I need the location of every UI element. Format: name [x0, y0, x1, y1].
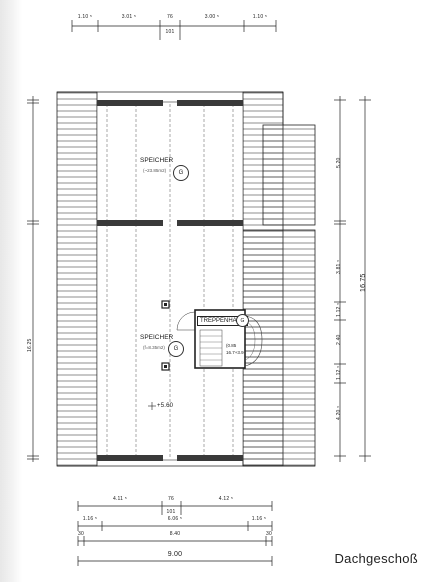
right-dim-2: 3.81 ⁵: [336, 259, 342, 274]
bottom-dimension-lines: [77, 501, 273, 566]
top-dim-1: 1.10 ⁵: [77, 14, 93, 20]
roof-outline: [56, 91, 316, 467]
drawing-title: Dachgeschoß: [334, 551, 418, 566]
room-area-upper: (~23.85m2): [143, 168, 167, 173]
bottom-row2-dim-1: 1.16 ⁵: [82, 516, 98, 522]
scan-edge-shadow: [0, 0, 22, 582]
stairwell-area-2: 16.7+3.9: [226, 350, 244, 355]
bottom-row3-dim-3: 30: [266, 531, 272, 537]
right-total-dim: 16.75: [360, 273, 367, 292]
top-sub-dim: 101: [165, 29, 175, 35]
bottom-row2-dim-2: 6.06 ⁵: [167, 516, 183, 522]
left-dim: 16.25: [27, 338, 33, 352]
right-dimension-line: [334, 96, 371, 462]
right-dim-1: 5.20: [336, 157, 342, 168]
right-dim-5: 1.12 ⁵: [336, 365, 342, 380]
room-name-upper: SPEICHER: [140, 157, 174, 164]
stairwell-area: (0.85: [226, 343, 237, 348]
bottom-row1-dim-3: 4.12 ⁵: [218, 496, 234, 502]
right-dim-4: 2.40: [336, 334, 342, 345]
right-dim-6: 4.20 ⁵: [336, 405, 342, 420]
bottom-total-dim: 9.00: [167, 551, 183, 558]
top-dim-3: 76: [167, 14, 173, 20]
stairwell-badge: G: [236, 314, 249, 327]
walls: [97, 100, 243, 461]
bottom-row3-dim-2: 8.40: [169, 531, 181, 537]
elevation-label: +5.60: [157, 403, 174, 409]
bottom-row1-dim-1: 4.11 ⁵: [112, 496, 128, 502]
bottom-row3-dim-1: 30: [78, 531, 84, 537]
right-dim-3: 1.12 ⁵: [336, 302, 342, 317]
top-dim-4: 3.00 ⁵: [204, 14, 220, 20]
top-dimension-line: [71, 20, 277, 40]
bottom-row1-dim-2: 76: [168, 496, 174, 502]
room-name-lower: SPEICHER: [140, 334, 174, 341]
bottom-sub-dim: 101: [166, 509, 176, 515]
elevation-marker: [148, 402, 156, 410]
bottom-row2-dim-3: 1.16 ⁵: [251, 516, 267, 522]
room-badge-lower: G: [168, 341, 184, 357]
left-dimension-line: [27, 96, 39, 462]
top-dim-5: 1.10 ⁵: [252, 14, 268, 20]
room-area-lower: (f=8.35m2): [143, 345, 165, 350]
room-badge-upper: G: [173, 165, 189, 181]
interior: [96, 100, 244, 461]
top-dim-2: 3.01 ⁵: [121, 14, 137, 20]
